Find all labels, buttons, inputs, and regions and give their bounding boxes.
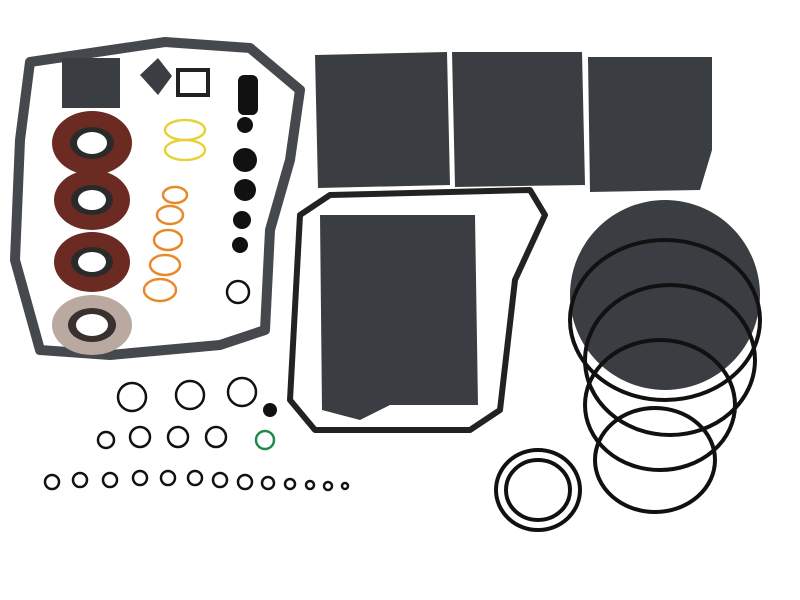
square-seal [176, 68, 210, 97]
round-gasket [570, 200, 760, 390]
small-seal [263, 403, 277, 417]
case-gasket [10, 37, 305, 360]
o-ring [225, 279, 251, 305]
separator-plates [315, 52, 712, 420]
small-gasket [62, 58, 120, 108]
black-seals [232, 75, 258, 253]
small-gasket [140, 58, 172, 95]
lip-seals [52, 111, 132, 355]
pan-gasket [287, 187, 548, 433]
large-o-rings [494, 238, 762, 532]
colored-o-rings [142, 118, 207, 303]
small-o-rings [43, 376, 350, 492]
